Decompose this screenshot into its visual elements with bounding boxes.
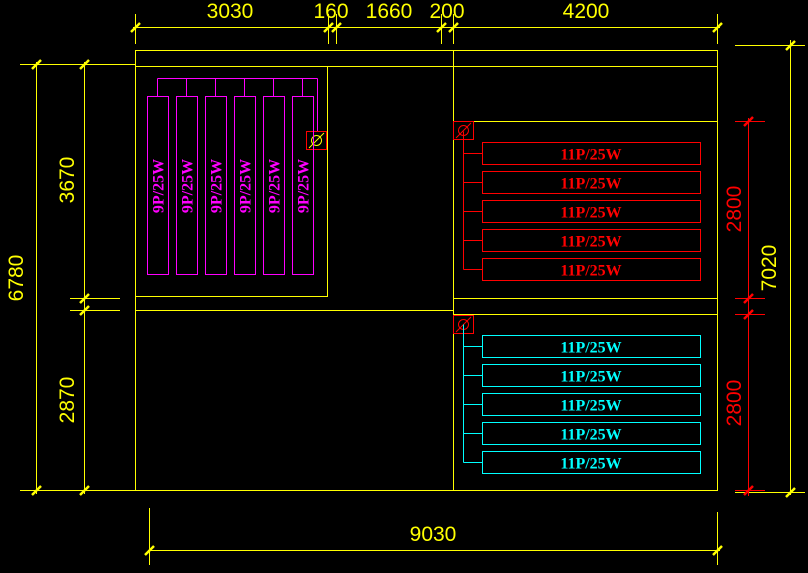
lighting-unit-label: 9P/25W (267, 159, 284, 213)
lighting-unit (482, 258, 701, 281)
lighting-unit-label: 11P/25W (560, 340, 621, 357)
room-left-upper (135, 66, 328, 297)
lighting-unit (482, 229, 701, 252)
dim-right-inner-1: 2800 (723, 186, 746, 233)
lighting-unit-label: 9P/25W (209, 159, 226, 213)
lighting-unit (482, 335, 701, 358)
dim-top-3: 1660 (366, 0, 413, 23)
dimension-labels: 3030 160 1660 200 4200 9030 6780 3670 28… (5, 0, 781, 546)
lighting-unit (263, 96, 285, 275)
lighting-unit (147, 96, 169, 275)
lighting-unit-label: 11P/25W (560, 369, 621, 386)
lighting-unit-label: 9P/25W (151, 159, 168, 213)
dimension-ticks (31, 22, 796, 556)
dim-left-inner-2: 2870 (56, 377, 79, 424)
lighting-unit-label: 11P/25W (560, 205, 621, 222)
lighting-unit (234, 96, 256, 275)
lighting-unit-label: 11P/25W (560, 263, 621, 280)
lighting-unit (482, 451, 701, 474)
lighting-unit (482, 200, 701, 223)
dim-top-2: 160 (313, 0, 348, 23)
outer-wall (135, 50, 718, 491)
dim-left-outer: 6780 (5, 255, 28, 302)
group-b-units: 11P/25W 11P/25W 11P/25W 11P/25W 11P/25W (453, 121, 701, 281)
lighting-unit-label: 11P/25W (560, 456, 621, 473)
group-a-units: 9P/25W 9P/25W 9P/25W 9P/25W 9P/25W 9P/25W (147, 78, 327, 275)
lighting-unit-label: 11P/25W (560, 234, 621, 251)
lighting-unit (482, 422, 701, 445)
lighting-unit (176, 96, 198, 275)
dim-top-4: 200 (429, 0, 464, 23)
room-outline (135, 50, 718, 491)
group-a-wiring (157, 78, 318, 132)
lighting-unit (292, 96, 314, 275)
dim-bottom: 9030 (410, 523, 457, 546)
lighting-unit (482, 364, 701, 387)
lighting-unit-label: 11P/25W (560, 147, 621, 164)
red-dimension-labels: 2800 2800 (723, 186, 746, 427)
lighting-unit (482, 393, 701, 416)
lighting-unit (482, 171, 701, 194)
dim-top-5: 4200 (563, 0, 610, 23)
distribution-box-icon (306, 131, 327, 150)
lighting-unit-label: 9P/25W (238, 159, 255, 213)
lighting-unit-label: 9P/25W (180, 159, 197, 213)
lighting-unit-label: 11P/25W (560, 427, 621, 444)
lighting-unit-label: 9P/25W (296, 159, 313, 213)
dim-top-1: 3030 (207, 0, 254, 23)
dim-right-outer: 7020 (758, 245, 781, 292)
red-dimension-lines (735, 118, 765, 496)
dim-right-inner-2: 2800 (723, 380, 746, 427)
group-c-units: 11P/25W 11P/25W 11P/25W 11P/25W 11P/25W (453, 315, 701, 474)
red-dimension-ticks (743, 116, 754, 496)
lighting-unit-label: 11P/25W (560, 398, 621, 415)
dimension-lines (20, 14, 805, 565)
lighting-unit-label: 11P/25W (560, 176, 621, 193)
lighting-unit (482, 142, 701, 165)
dim-left-inner-1: 3670 (56, 157, 79, 204)
lighting-unit (205, 96, 227, 275)
